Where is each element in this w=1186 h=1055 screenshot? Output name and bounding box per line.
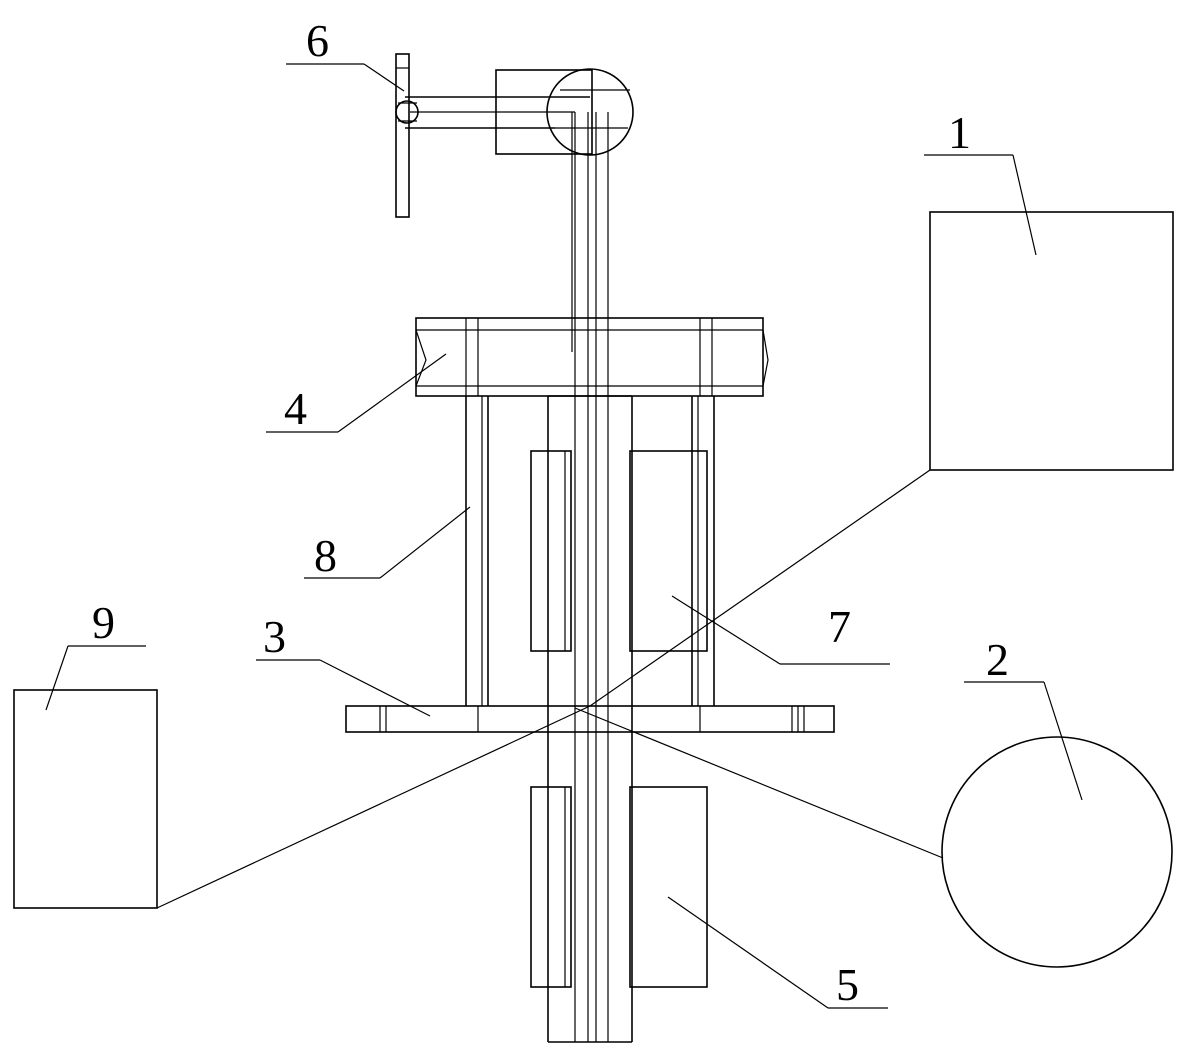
connection-wires <box>156 469 944 909</box>
label-9: 9 <box>92 597 115 648</box>
component-2-circle <box>941 736 1173 968</box>
left-inner-block-lower <box>530 786 572 988</box>
component-8-cage <box>465 396 715 706</box>
label-5: 5 <box>836 959 859 1010</box>
label-4: 4 <box>284 383 307 434</box>
label-8: 8 <box>314 530 337 581</box>
component-6-roller <box>395 53 419 218</box>
central-shaft <box>547 112 633 1043</box>
top-pulley-assembly <box>405 68 634 156</box>
component-7-block <box>629 450 708 652</box>
left-inner-block-upper <box>530 450 572 652</box>
component-5-block <box>629 786 708 988</box>
component-3-base-plate <box>345 705 835 733</box>
component-9-box <box>13 689 158 909</box>
label-6: 6 <box>306 15 329 66</box>
label-3: 3 <box>263 611 286 662</box>
component-labels: 1 2 3 4 5 6 7 8 9 <box>92 15 1009 1010</box>
label-7: 7 <box>828 601 851 652</box>
component-1-box <box>929 211 1174 471</box>
leader-lines <box>45 63 1083 1009</box>
label-2: 2 <box>986 634 1009 685</box>
component-4-top-plate <box>415 317 769 397</box>
label-1: 1 <box>948 107 971 158</box>
